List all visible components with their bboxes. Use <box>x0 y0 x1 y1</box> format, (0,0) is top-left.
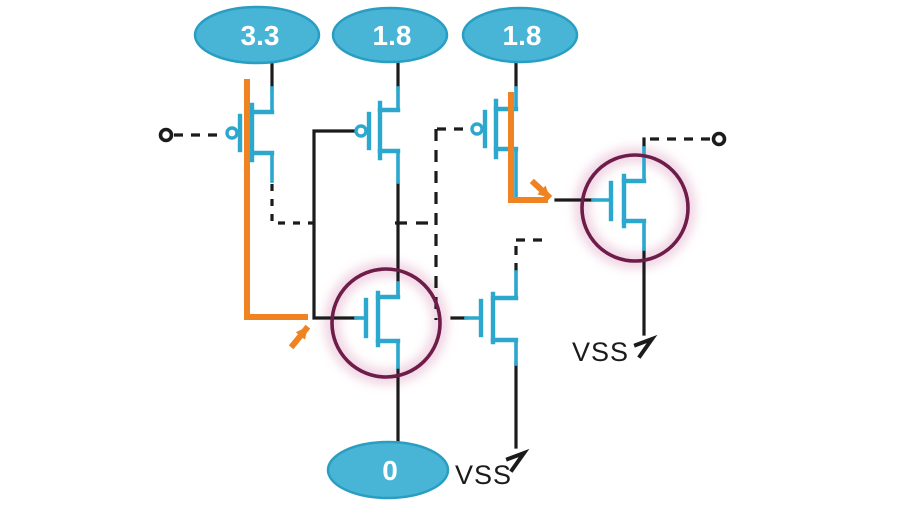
supply-label-3v3: 3.3 <box>241 20 280 51</box>
vss-arrow-right-icon <box>633 334 658 359</box>
output-terminal-icon <box>711 131 727 147</box>
supply-node-3v3: 3.3 <box>193 5 321 65</box>
supply-ellipse <box>193 5 321 65</box>
pmos-right-gate-bubble-icon <box>470 122 484 136</box>
supply-node-1v8-left: 1.8 <box>331 6 449 64</box>
highlight-right-arrow-icon <box>529 178 553 201</box>
nmos-lower-right-transistor <box>464 270 519 366</box>
pmos-left-gate-bubble-icon <box>225 126 239 140</box>
highlight-left-wire <box>244 79 308 320</box>
highlight-right-wire <box>508 92 548 203</box>
highlight-path-left <box>244 79 311 350</box>
nmos-right-transistor <box>591 146 647 251</box>
supply-ellipse <box>461 6 579 64</box>
input-terminal-icon <box>158 127 174 143</box>
supply-node-1v8-right: 1.8 <box>461 6 579 64</box>
wire-dashed-bus-left <box>270 184 316 225</box>
highlight-path-right <box>508 92 553 203</box>
black-wiring <box>174 60 712 473</box>
vss-arrow-bottom-icon <box>505 448 530 473</box>
ground-label-0: 0 <box>382 455 398 486</box>
supply-label-1v8-right: 1.8 <box>503 20 542 51</box>
supply-label-1v8-left: 1.8 <box>373 20 412 51</box>
vss-label-right: VSS <box>572 337 629 367</box>
supply-ellipse <box>326 440 450 500</box>
pmos-left-transistor <box>225 86 275 183</box>
emphasis-circle-middle <box>330 267 442 379</box>
vss-label-bottom: VSS <box>455 460 512 490</box>
nmos-middle-transistor <box>354 281 401 369</box>
pmos-middle-gate-bubble-icon <box>354 124 368 138</box>
highlight-left-arrow-icon <box>288 324 311 350</box>
ground-node-0: 0 <box>326 440 450 500</box>
emphasis-circle-right <box>580 153 690 263</box>
pmos-middle-transistor <box>354 86 401 184</box>
supply-ellipse <box>331 6 449 64</box>
